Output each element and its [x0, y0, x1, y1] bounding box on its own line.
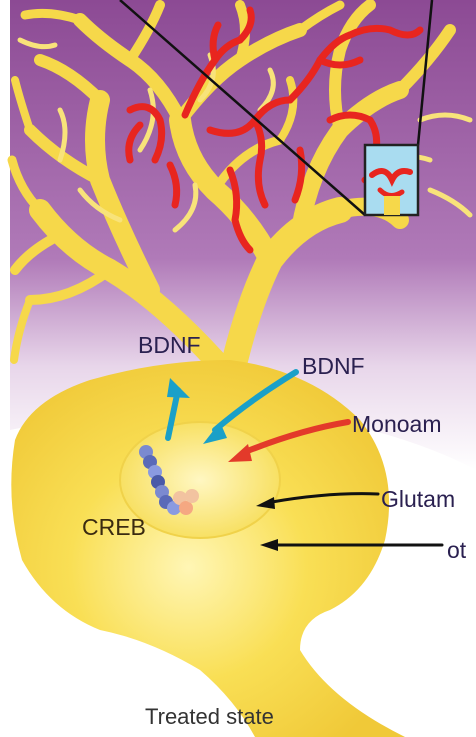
- neuron-soma: [11, 360, 405, 737]
- other-label: ot: [447, 539, 466, 562]
- figure-caption: Treated state: [145, 706, 274, 728]
- bdnf-incoming-label: BDNF: [302, 355, 365, 378]
- monoamines-label: Monoam: [352, 413, 441, 436]
- spine-inset-box: [365, 145, 418, 215]
- creb-label: CREB: [82, 516, 146, 539]
- bdnf-release-label: BDNF: [138, 334, 201, 357]
- glutamate-label: Glutam: [381, 488, 455, 511]
